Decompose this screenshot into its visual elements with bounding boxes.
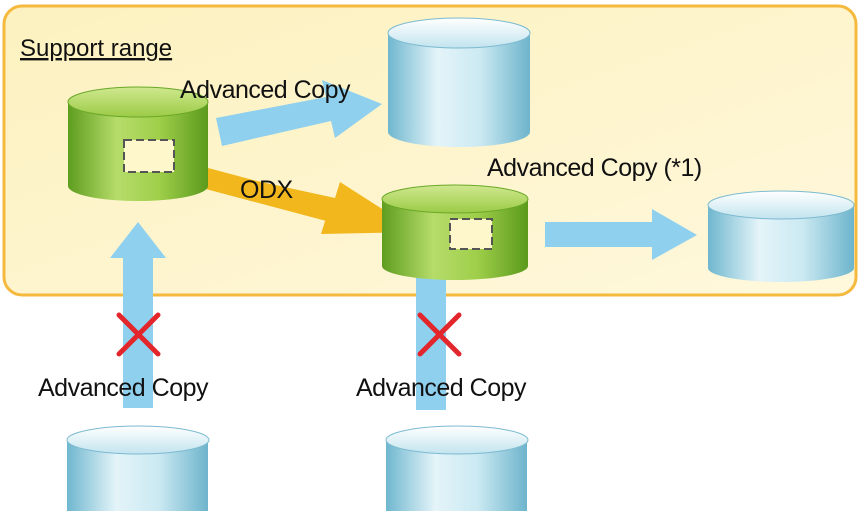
- odx-target-volume-icon: [381, 184, 529, 280]
- not-supported-middle-icon: [417, 312, 462, 357]
- odx-arrow: [172, 160, 418, 234]
- copy-arrow-right: [545, 209, 697, 260]
- label-advanced-copy-right: Advanced Copy (*1): [487, 154, 702, 182]
- copy-arrow-bottom-left: [110, 222, 166, 408]
- label-advanced-copy-bottom-left: Advanced Copy: [38, 374, 209, 402]
- copy-arrow-top: [216, 80, 382, 146]
- not-supported-left-icon: [116, 312, 161, 357]
- bottom-left-volume-icon: [66, 425, 210, 511]
- copy-target-volume-right-icon: [707, 190, 855, 282]
- copy-target-volume-top-icon: [387, 17, 531, 147]
- label-advanced-copy-top: Advanced Copy: [180, 76, 351, 104]
- label-advanced-copy-bottom-middle: Advanced Copy: [356, 374, 527, 402]
- source-volume-icon: [67, 86, 209, 201]
- support-range-title: Support range: [20, 35, 172, 62]
- label-odx: ODX: [240, 176, 294, 204]
- bottom-middle-volume-icon: [385, 425, 529, 511]
